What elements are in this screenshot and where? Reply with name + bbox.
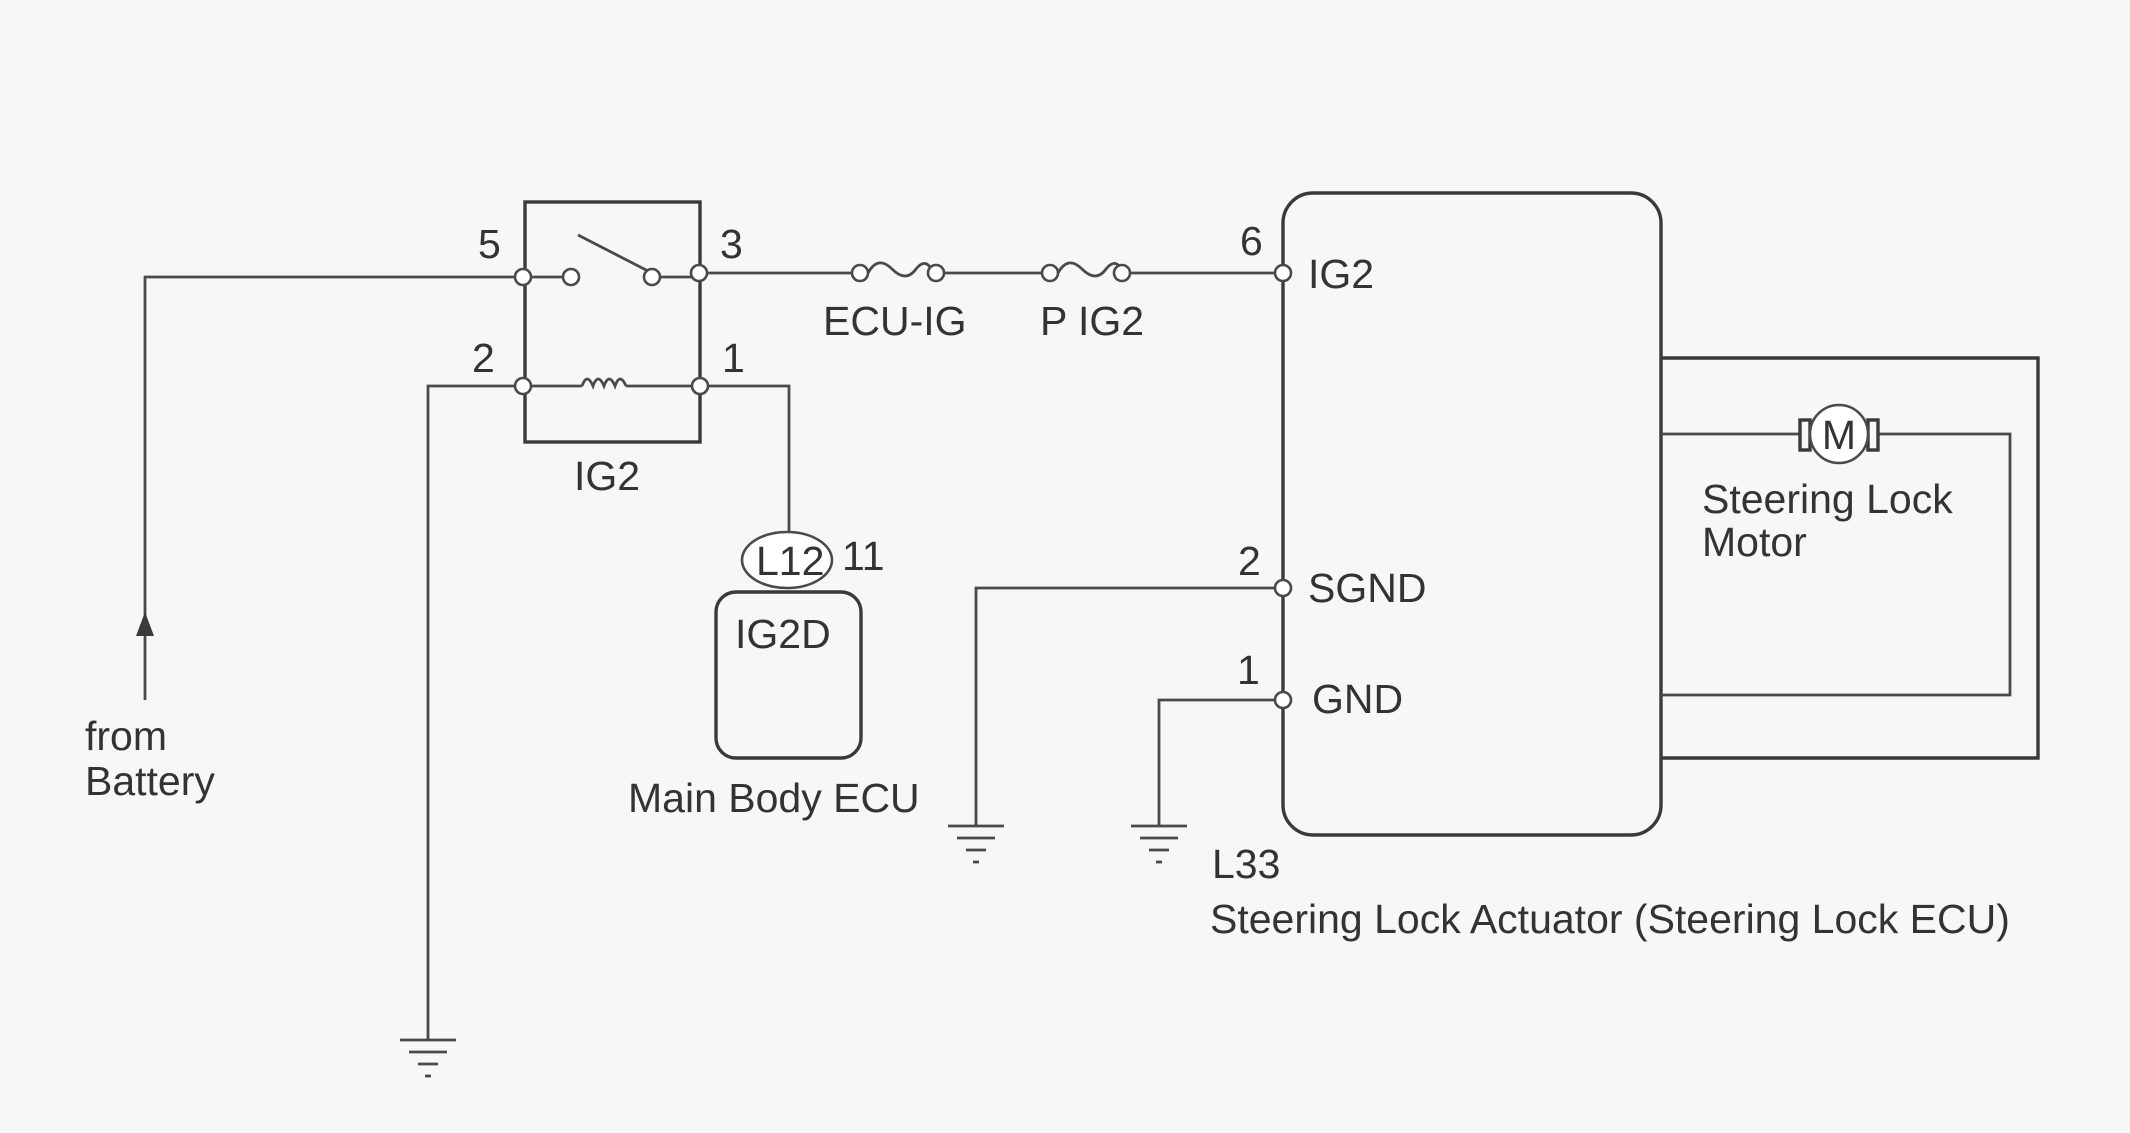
relay-pin-3: 3 <box>720 221 743 267</box>
ecu-terminal-ig2d: IG2D <box>735 611 831 657</box>
relay-terminal-1 <box>690 376 710 396</box>
relay-terminal-3 <box>689 263 709 283</box>
motor-enclosure <box>1661 356 2040 760</box>
main-body-ecu-name: Main Body ECU <box>628 775 920 821</box>
actuator-box <box>1281 191 1663 837</box>
battery-label-line1: from <box>85 713 167 759</box>
relay-coil-icon <box>580 377 628 390</box>
motor-label-line2: Motor <box>1702 519 1807 565</box>
relay-terminal-2 <box>513 376 533 396</box>
actuator-terminal-6 <box>1273 263 1293 283</box>
motor-label-line1: Steering Lock <box>1702 476 1953 522</box>
ground-icon <box>400 1038 456 1078</box>
actuator-pin-1: 1 <box>1237 647 1260 693</box>
relay-box <box>523 200 702 444</box>
main-body-ecu: L12 11 IG2D Main Body ECU <box>628 384 920 821</box>
relay-terminal-5 <box>513 267 533 287</box>
battery-feed: from Battery <box>85 275 523 804</box>
steering-lock-actuator: 6 IG2 2 SGND 1 GND L33 Steering Lock Act… <box>948 191 2010 942</box>
ground-icon <box>1131 824 1187 864</box>
relay-name: IG2 <box>574 453 640 499</box>
up-arrow-icon <box>136 612 154 636</box>
relay-pin-1: 1 <box>722 335 745 381</box>
ig2-relay: 5 3 2 1 IG2 <box>472 200 745 499</box>
fuse-p-ig2-label: P IG2 <box>1040 298 1144 344</box>
ecu-pin-11: 11 <box>842 533 885 579</box>
actuator-terminal-2 <box>1273 578 1293 598</box>
motor-symbol: M <box>1822 412 1856 458</box>
relay-pin-2: 2 <box>472 335 495 381</box>
actuator-pin-6: 6 <box>1240 218 1263 264</box>
fuse-p-ig2-icon <box>1056 261 1122 278</box>
fuse-ecu-ig-icon <box>866 261 932 278</box>
motor-icon: M <box>1808 403 1870 465</box>
connector-l12 <box>740 530 834 590</box>
steering-lock-motor: M Steering Lock Motor <box>1661 356 2040 760</box>
actuator-label-ig2: IG2 <box>1308 251 1374 297</box>
ground-icon <box>948 824 1004 864</box>
actuator-label-gnd: GND <box>1312 676 1403 722</box>
relay-ground-wire <box>400 384 515 1078</box>
actuator-label-sgnd: SGND <box>1308 565 1426 611</box>
fuse-ecu-ig-label: ECU-IG <box>823 298 967 344</box>
connector-l12-label: L12 <box>756 538 824 584</box>
actuator-pin-2: 2 <box>1238 538 1261 584</box>
main-body-ecu-box <box>714 590 863 760</box>
ig2-line: ECU-IG P IG2 <box>707 261 1275 344</box>
actuator-connector: L33 <box>1212 841 1280 887</box>
actuator-name: Steering Lock Actuator (Steering Lock EC… <box>1210 896 2010 942</box>
relay-pin-5: 5 <box>478 221 501 267</box>
relay-switch-arm <box>577 233 651 274</box>
actuator-terminal-1 <box>1273 690 1293 710</box>
battery-label-line2: Battery <box>85 758 215 804</box>
